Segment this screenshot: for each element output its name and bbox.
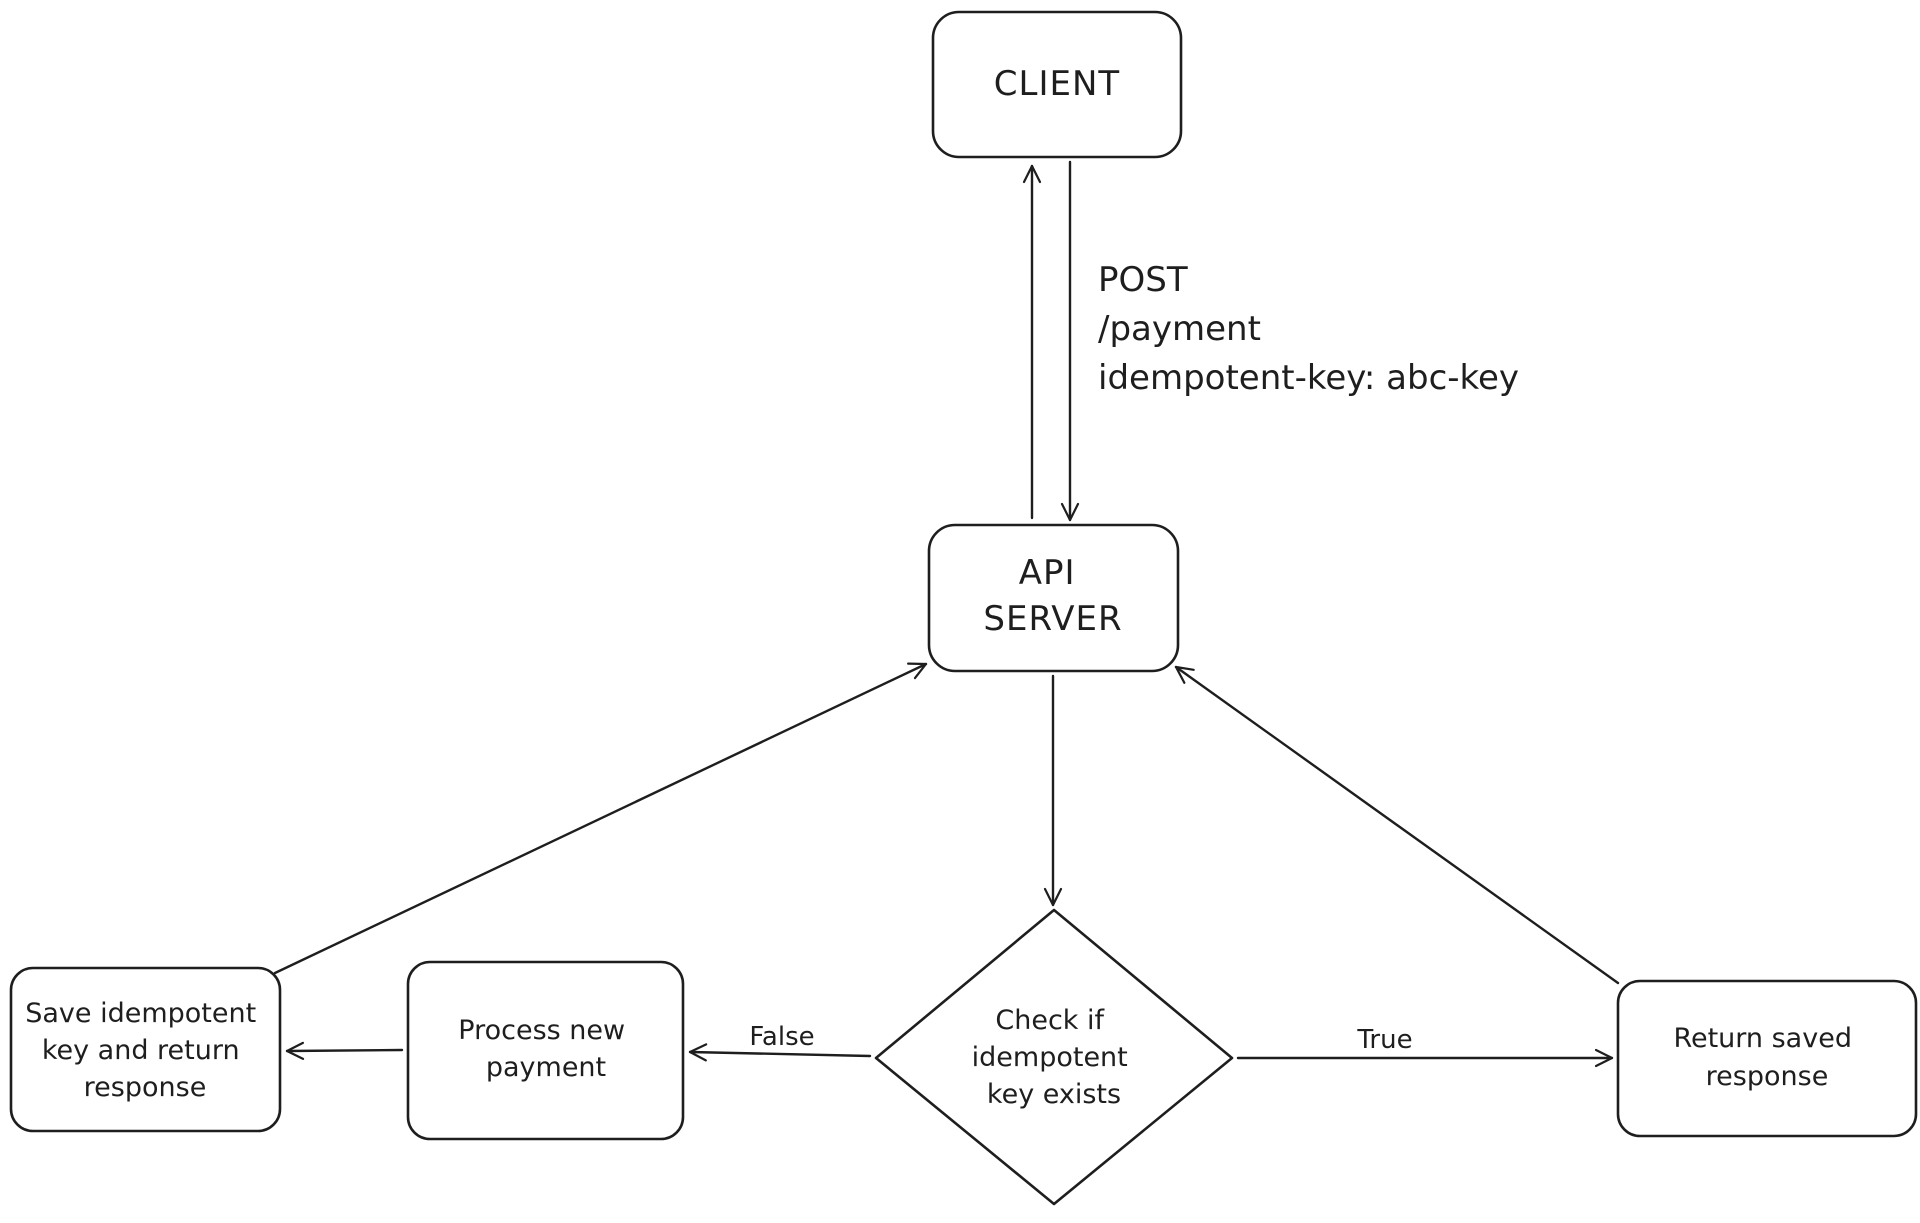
arrow-check-to-process [688, 1043, 872, 1062]
return-saved-node [1616, 979, 1918, 1138]
arrow-process-to-save [285, 1041, 404, 1060]
arrow-return-to-server [1174, 665, 1620, 985]
client-node [931, 10, 1183, 159]
save-key-label: Save idempotent key and return response [25, 998, 265, 1103]
client-label: CLIENT [994, 64, 1120, 104]
process-payment-node [406, 960, 685, 1141]
false-edge-label: False [749, 1022, 814, 1052]
api-server-label: API SERVER [983, 553, 1122, 639]
api-server-node [927, 523, 1180, 673]
return-saved-label: Return saved response [1673, 1023, 1860, 1092]
request-edge-label: POST /payment idempotent-key: abc-key [1098, 260, 1519, 398]
save-key-node [9, 966, 282, 1133]
true-edge-label: True [1356, 1025, 1412, 1055]
arrow-save-to-server [273, 662, 928, 975]
check-key-decision-node [874, 908, 1234, 1206]
check-key-label: Check if idempotent key exists [972, 1005, 1137, 1110]
process-payment-label: Process new payment [458, 1015, 633, 1083]
